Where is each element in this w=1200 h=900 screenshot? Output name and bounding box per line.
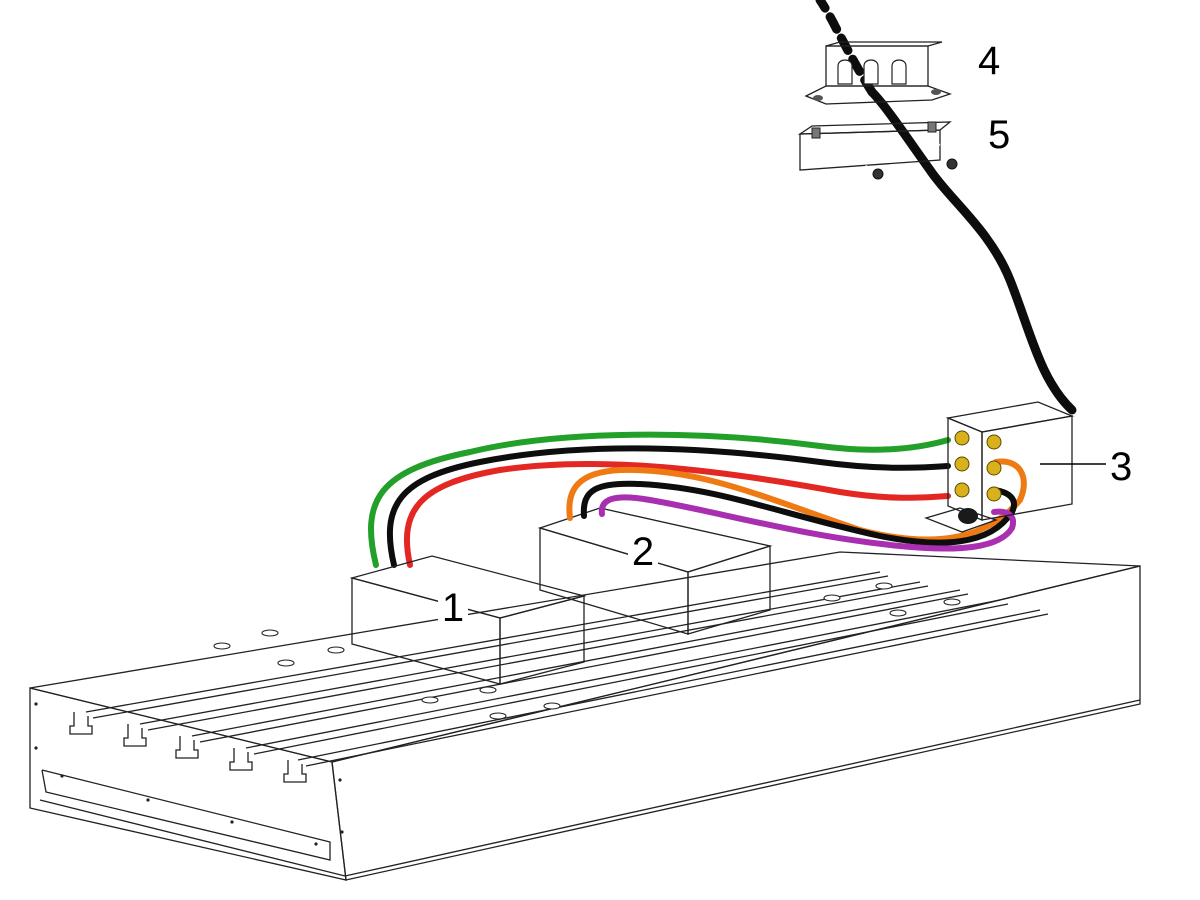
table-screws [34,702,344,846]
callout-3: 3 [1110,445,1132,489]
component-box-2: 2 [537,507,773,635]
table-bottom-edge [39,699,1141,877]
table-top-surface [29,551,1141,763]
component-box-1: 1 [349,555,587,685]
t-slot-profiles [69,712,307,783]
table-front-face [29,687,347,881]
main-cable-dashed [815,0,877,97]
cable-fittings [954,430,1002,502]
box-1-label: 1 [442,586,464,630]
cable-gland [958,508,978,524]
bracket-4 [804,41,952,105]
t-slot-lines [85,571,1049,767]
cable-purple [598,494,1016,552]
callout-4: 4 [978,39,1000,83]
cable-black-1 [386,445,951,568]
bracket-5 [797,121,958,180]
table-holes [213,582,961,720]
cable-red [404,460,951,568]
cables [368,431,1027,568]
cable-green [368,431,951,568]
main-cable [815,0,1077,415]
box-2-label: 2 [632,530,654,574]
callout-5: 5 [988,113,1010,157]
machine-table [29,551,1141,881]
junction-box [923,401,1106,533]
table-base-step [41,769,331,861]
cable-black-2 [580,480,1017,546]
